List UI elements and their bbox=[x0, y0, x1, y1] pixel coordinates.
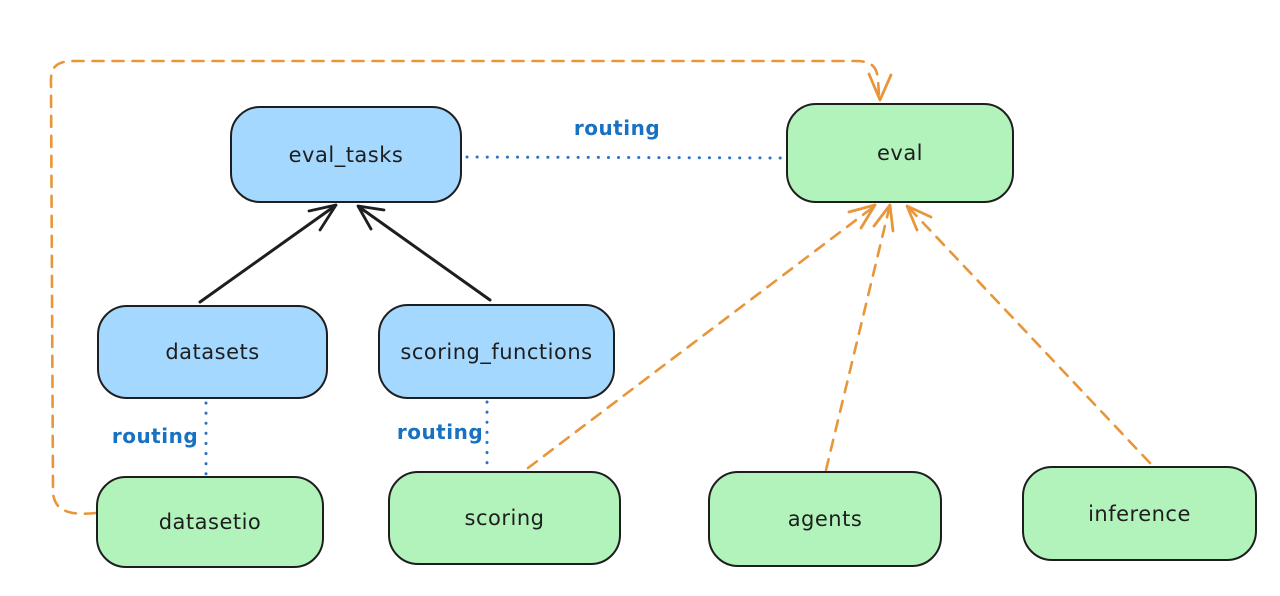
arrowhead-icon bbox=[307, 203, 338, 232]
arrowhead-icon bbox=[356, 204, 386, 231]
node-datasetio[interactable]: datasetio bbox=[96, 476, 324, 568]
arrowhead-icon bbox=[867, 72, 893, 102]
node-label: eval_tasks bbox=[288, 142, 404, 167]
node-eval[interactable]: eval bbox=[786, 103, 1014, 203]
arrowhead-icon bbox=[872, 203, 895, 233]
edge-routing-eval-tasks-eval bbox=[465, 155, 785, 160]
edge-line bbox=[824, 207, 891, 472]
node-datasets[interactable]: datasets bbox=[97, 305, 328, 399]
node-label: scoring bbox=[464, 506, 545, 530]
node-agents[interactable]: agents bbox=[708, 471, 942, 567]
edge-line bbox=[198, 206, 334, 304]
arrowhead-icon bbox=[847, 203, 877, 230]
edge-line bbox=[360, 207, 492, 302]
node-label: datasetio bbox=[158, 510, 262, 534]
node-inference[interactable]: inference bbox=[1022, 466, 1257, 561]
node-scoring-functions[interactable]: scoring_functions bbox=[378, 304, 615, 399]
edge-label-routing-datasets-datasetio: routing bbox=[111, 424, 199, 448]
node-scoring[interactable]: scoring bbox=[388, 471, 621, 565]
node-label: scoring_functions bbox=[400, 339, 593, 364]
arrow-datasets-eval-tasks bbox=[198, 203, 338, 304]
node-label: inference bbox=[1088, 501, 1191, 526]
edge-line bbox=[465, 155, 785, 160]
arrow-agents-eval bbox=[824, 203, 895, 472]
node-label: agents bbox=[787, 507, 863, 531]
edge-line bbox=[908, 207, 1152, 465]
edge-label-routing-scoring-functions-scoring: routing bbox=[396, 420, 484, 444]
arrow-scoring-functions-eval-tasks bbox=[356, 204, 492, 302]
node-label: eval bbox=[876, 141, 924, 165]
edge-label-routing-eval-tasks-eval: routing bbox=[573, 116, 661, 140]
node-label: datasets bbox=[165, 340, 260, 364]
arrowhead-icon bbox=[905, 204, 933, 232]
arrow-inference-eval bbox=[905, 204, 1152, 465]
node-eval-tasks[interactable]: eval_tasks bbox=[230, 106, 462, 203]
